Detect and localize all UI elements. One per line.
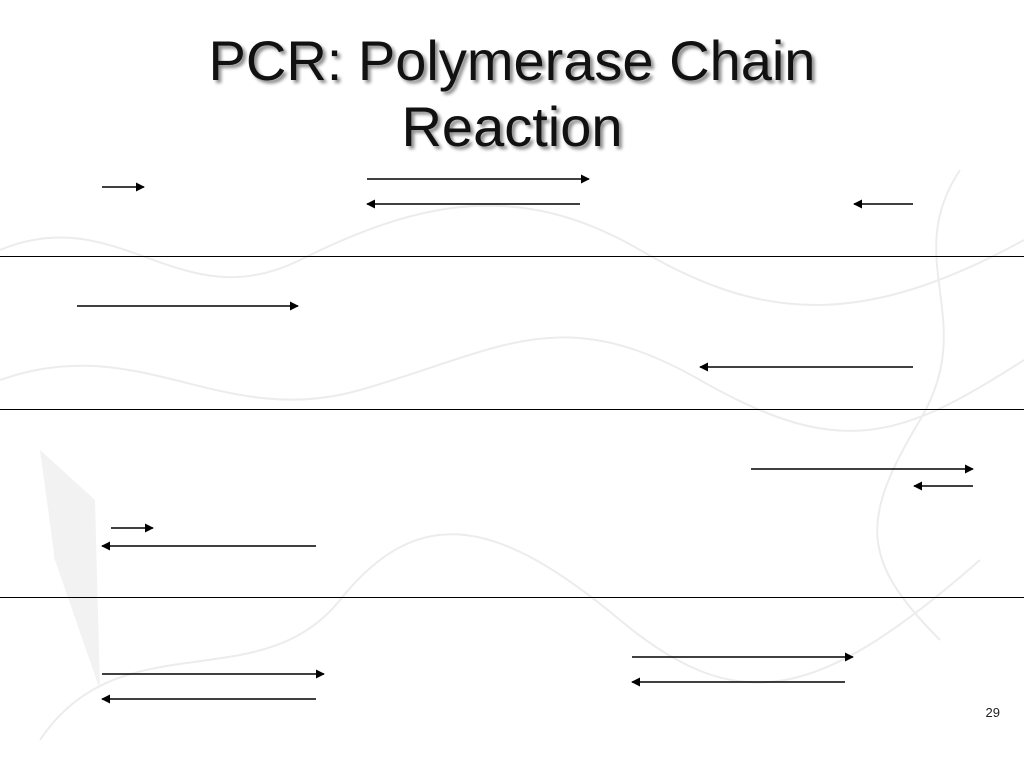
- title-line-1: PCR: Polymerase Chain: [208, 29, 816, 92]
- page-number: 29: [985, 705, 1000, 720]
- title-line-2: Reaction: [401, 95, 623, 158]
- divider-1: [0, 256, 1024, 257]
- divider-3: [0, 597, 1024, 598]
- divider-2: [0, 409, 1024, 410]
- slide-title: PCR: Polymerase Chain Reaction: [0, 28, 1024, 160]
